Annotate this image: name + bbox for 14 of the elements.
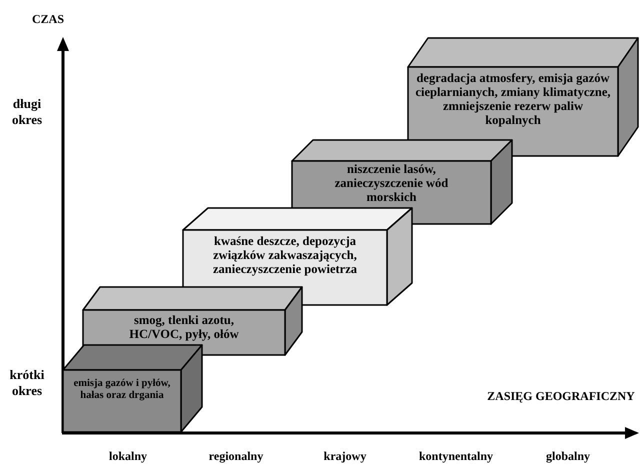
tick-label: globalny (546, 449, 590, 463)
block-text: degradacja atmosfery, emisja gazów cieplarnianych, zmiany klimatyczne, zmniejszenie rezerw paliw kopalnych (415, 71, 611, 127)
axis-title: CZAS (32, 12, 64, 26)
tick-label: regionalny (208, 449, 264, 463)
axis-title: ZASIĘG GEOGRAFICZNY (487, 389, 635, 403)
tick-label: krajowy (324, 449, 366, 463)
tick-label: lokalny (109, 449, 147, 463)
block-text: smog, tlenki azotu, HC/VOC, pyły, ołów (128, 313, 240, 341)
block-text: niszczenie lasów, zanieczyszczenie wód morskich (334, 162, 450, 204)
tick-label: kontynentalny (418, 449, 494, 463)
block-text: kwaśne deszcze, depozycja związków zakwaszających, zanieczyszczenie powietrza (212, 234, 358, 276)
axis-label: krótki okres (8, 367, 46, 399)
block-text: emisja gazów i pyłów, hałas oraz drgania (72, 378, 172, 402)
axis-label: długi okres (10, 96, 44, 128)
